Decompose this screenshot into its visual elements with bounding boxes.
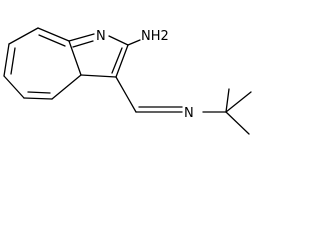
bond-c3-ch (115, 76, 137, 113)
amino-group-label: NH2 (141, 29, 169, 44)
imine-nitrogen-label: N (184, 106, 194, 121)
bond-c2-nh2 (127, 39, 141, 46)
bond-cquat-methyl-right (225, 91, 252, 113)
bond-c8a-c8-inner (38, 34, 66, 47)
bond-c3a-c8a (68, 40, 82, 76)
bond-cquat-methyl-bottom (225, 111, 250, 135)
bond-c6-c5 (3, 75, 25, 99)
bond-c2-c3-inner (111, 47, 123, 74)
bond-c8a-c8 (37, 27, 70, 42)
bond-c8a-n1-inner (72, 40, 94, 48)
bond-c7-c6 (3, 43, 10, 77)
tert-butyl-group (202, 88, 252, 135)
bond-c4-c3a (51, 74, 82, 100)
chemical-structure-canvas: N NH2 N (0, 0, 258, 144)
bond-c7-c6-inner (10, 47, 16, 75)
bond-c3-c3a (80, 74, 117, 78)
bond-c8-c7 (8, 27, 39, 45)
structure-diagram: N NH2 N (3, 27, 252, 135)
bond-c5-c4-inner (27, 91, 51, 94)
cycloheptatriene-ring (3, 27, 82, 100)
bond-cquat-methyl-top (225, 88, 230, 113)
pyrrole-ring (68, 33, 129, 78)
bond-n1-c2 (108, 35, 129, 46)
bond-c2-c3 (115, 44, 129, 78)
bond-c8a-n1 (68, 33, 95, 42)
bond-c5-c4 (23, 97, 53, 100)
imine-chain (115, 76, 183, 113)
ring-nitrogen-label: N (96, 29, 106, 44)
